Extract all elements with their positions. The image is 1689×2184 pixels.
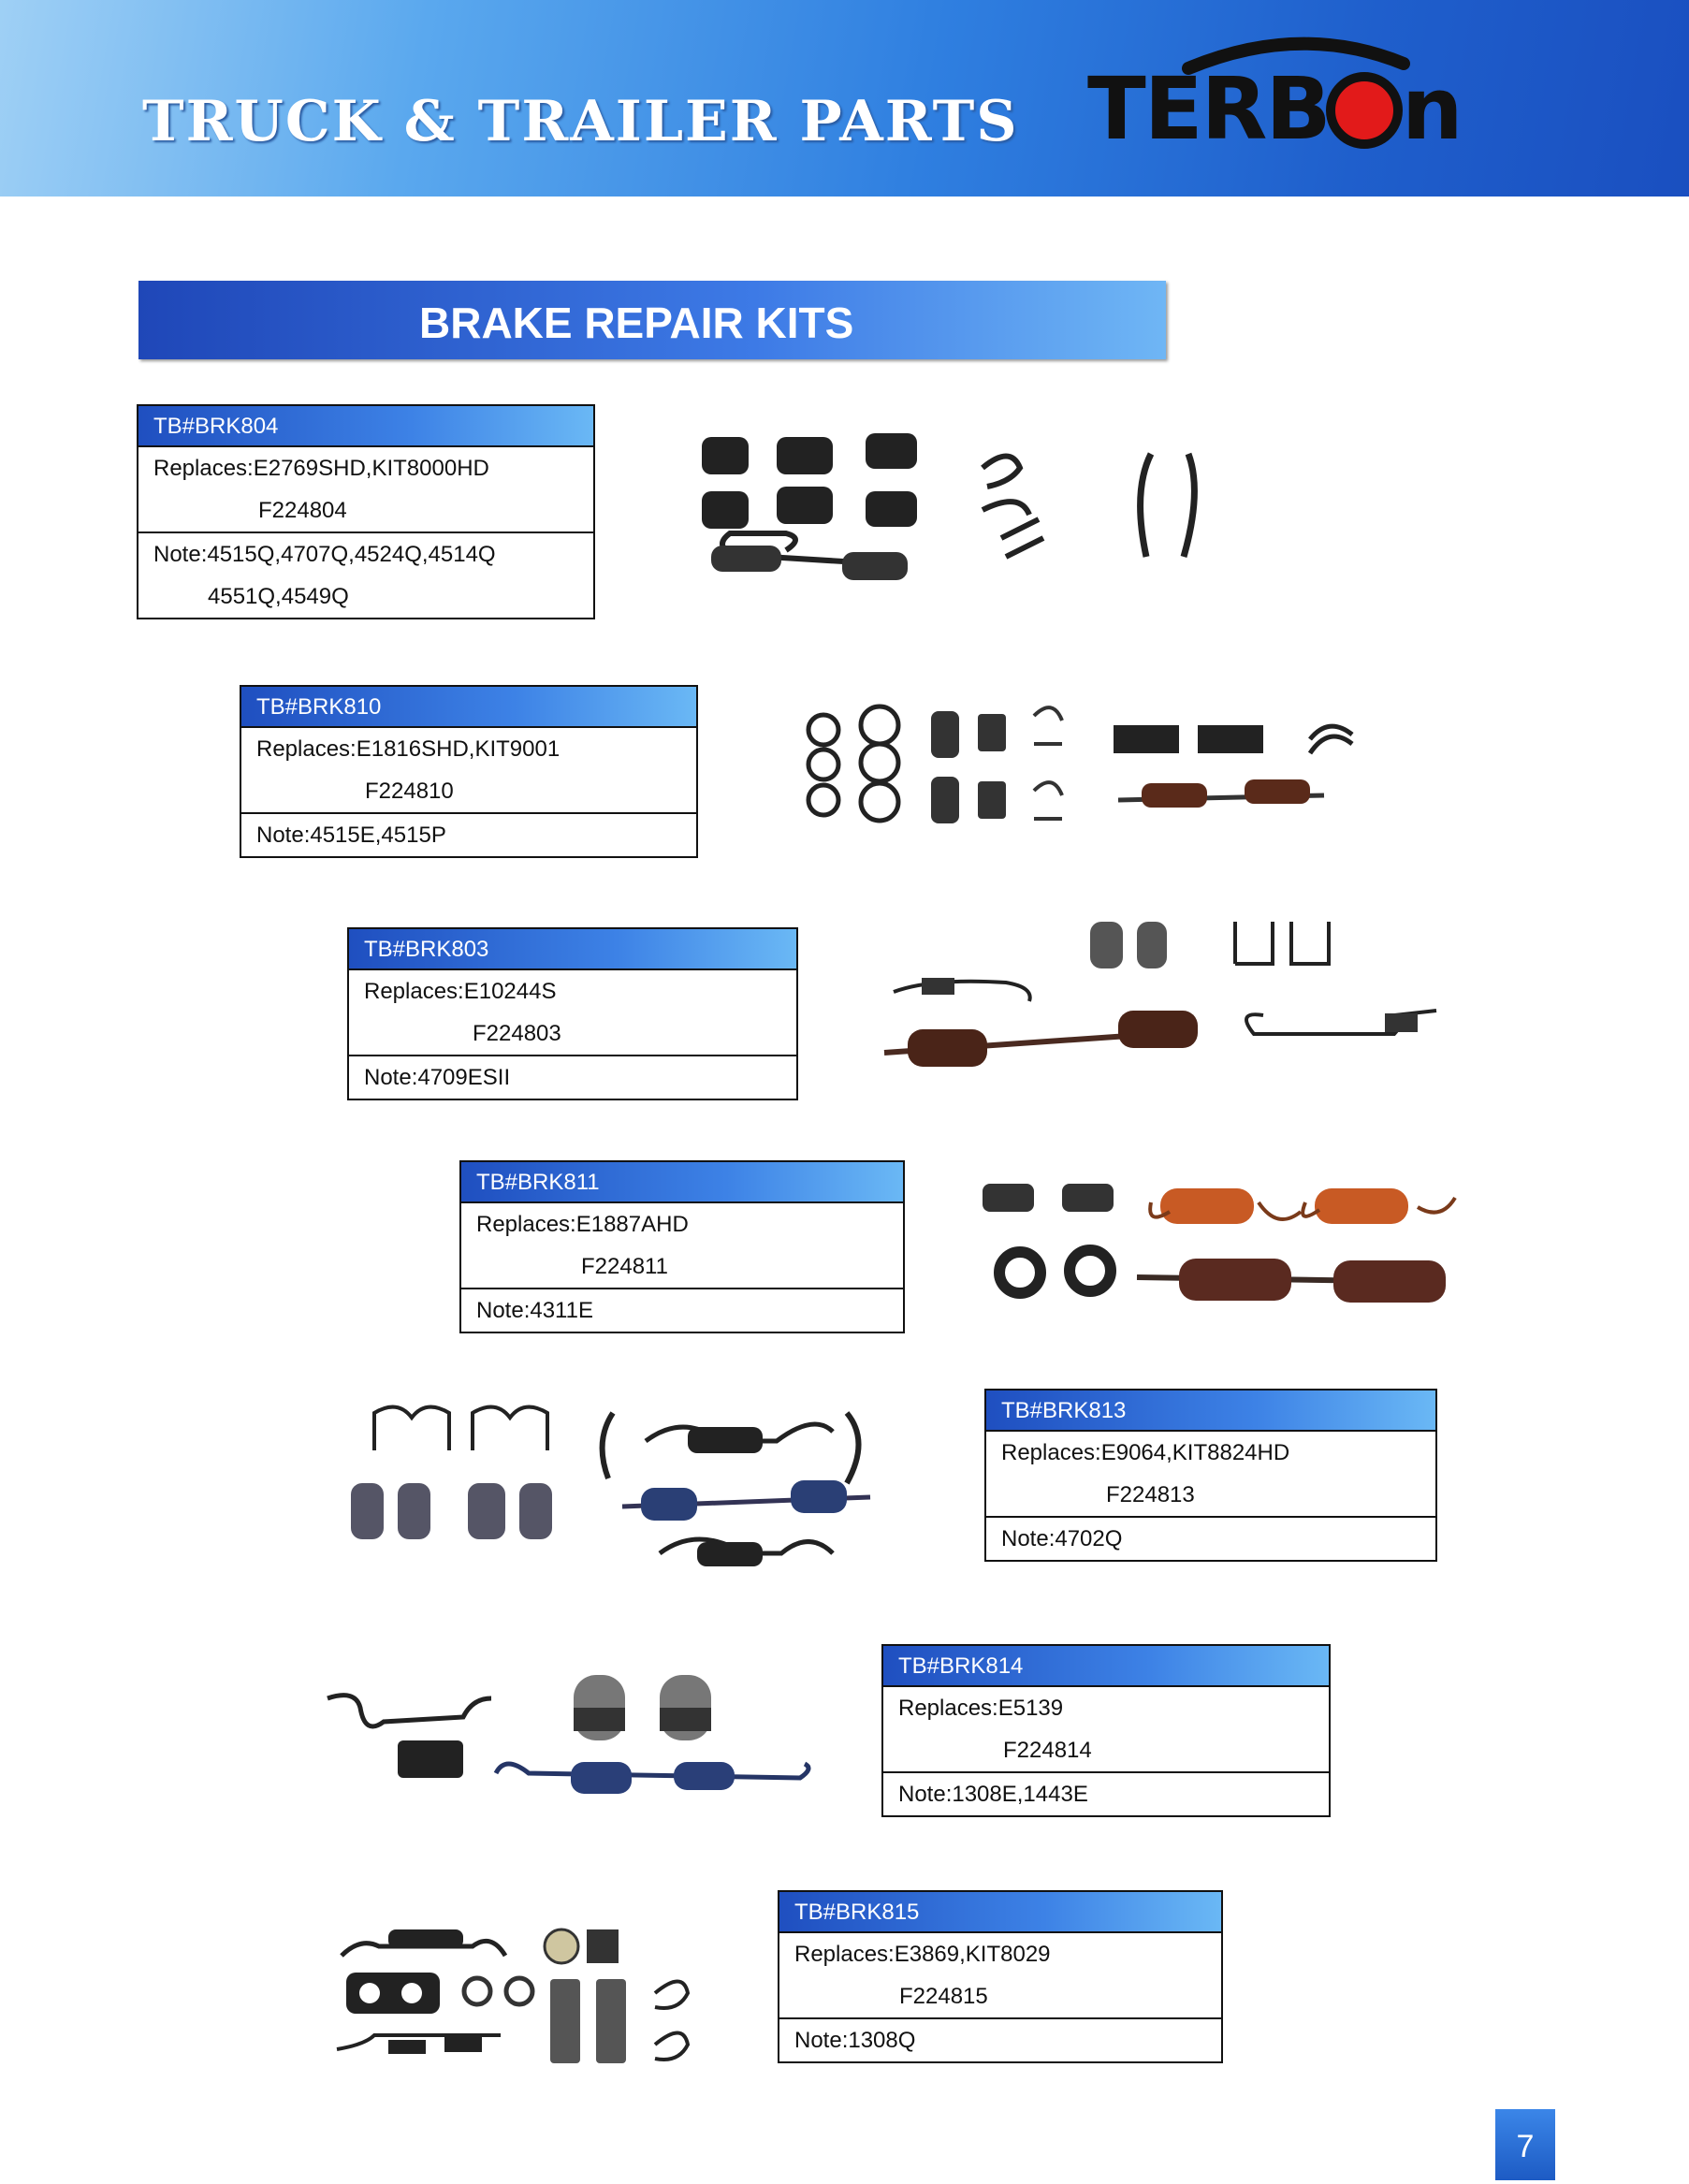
kit-ref: F224804	[258, 498, 347, 523]
kit-ref: F224803	[473, 1021, 561, 1046]
kit-id: TB#BRK810	[241, 687, 696, 728]
kit-id: TB#BRK803	[349, 929, 796, 970]
logo-swoosh-icon: TERB n	[1087, 36, 1463, 159]
page-header: TRUCK & TRAILER PARTS TERB n	[0, 0, 1689, 197]
kit-id: TB#BRK813	[986, 1390, 1435, 1432]
kit-parts-image	[351, 1405, 871, 1566]
kit-card: TB#BRK813 Replaces:E9064,KIT8824HD F2248…	[984, 1389, 1437, 1562]
kit-parts-image	[336, 1928, 691, 2063]
kit-replaces: Replaces:E2769SHD,KIT8000HD	[153, 456, 489, 481]
kit-replaces: Replaces:E9064,KIT8824HD	[1001, 1440, 1290, 1465]
kit-note: Note:4709ESII	[349, 1055, 796, 1099]
section-banner: BRAKE REPAIR KITS	[138, 281, 1166, 359]
kit-card: TB#BRK815 Replaces:E3869,KIT8029 F224815…	[778, 1890, 1223, 2063]
kit-parts-image	[883, 922, 1437, 1067]
kit-note-continued: 4551Q,4549Q	[208, 584, 349, 609]
kit-note: Note:4702Q	[986, 1516, 1435, 1560]
kit-replaces: Replaces:E3869,KIT8029	[794, 1942, 1051, 1967]
kit-id: TB#BRK804	[138, 406, 593, 447]
kit-note: Note:1308E,1443E	[883, 1771, 1329, 1815]
page-number: 7	[1495, 2109, 1555, 2180]
kit-card: TB#BRK811 Replaces:E1887AHD F224811 Note…	[459, 1160, 905, 1333]
kit-replaces: Replaces:E1887AHD	[476, 1212, 689, 1237]
kit-card: TB#BRK804 Replaces:E2769SHD,KIT8000HD F2…	[137, 404, 595, 619]
kit-ref: F224813	[1106, 1482, 1195, 1507]
kit-card: TB#BRK814 Replaces:E5139 F224814 Note:13…	[881, 1644, 1331, 1817]
svg-text:TERB: TERB	[1087, 59, 1330, 159]
header-title: TRUCK & TRAILER PARTS	[142, 89, 1019, 154]
kit-id: TB#BRK814	[883, 1646, 1329, 1687]
kit-replaces: Replaces:E10244S	[364, 979, 557, 1004]
kit-parts-image	[702, 433, 1198, 580]
kit-parts-image	[327, 1675, 811, 1794]
kit-note: Note:4515E,4515P	[241, 812, 696, 856]
kit-note: Note:1308Q	[779, 2017, 1221, 2061]
kit-ref: F224810	[365, 779, 454, 804]
svg-text:n: n	[1402, 59, 1463, 159]
kit-ref: F224811	[581, 1254, 668, 1279]
section-title: BRAKE REPAIR KITS	[419, 298, 854, 347]
kit-card: TB#BRK803 Replaces:E10244S F224803 Note:…	[347, 927, 798, 1100]
kit-id: TB#BRK811	[461, 1162, 903, 1203]
kit-note: Note:4515Q,4707Q,4524Q,4514Q	[138, 531, 593, 575]
kit-id: TB#BRK815	[779, 1892, 1221, 1933]
kit-ref: F224814	[1003, 1738, 1092, 1763]
kit-note: Note:4311E	[461, 1288, 903, 1332]
kit-parts-image	[983, 1184, 1457, 1303]
kit-replaces: Replaces:E5139	[898, 1696, 1064, 1721]
brand-logo: TERB n	[1085, 26, 1516, 167]
kit-parts-image	[806, 704, 1354, 823]
kit-ref: F224815	[899, 1984, 988, 2009]
kit-card: TB#BRK810 Replaces:E1816SHD,KIT9001 F224…	[240, 685, 698, 858]
kit-replaces: Replaces:E1816SHD,KIT9001	[256, 736, 561, 762]
